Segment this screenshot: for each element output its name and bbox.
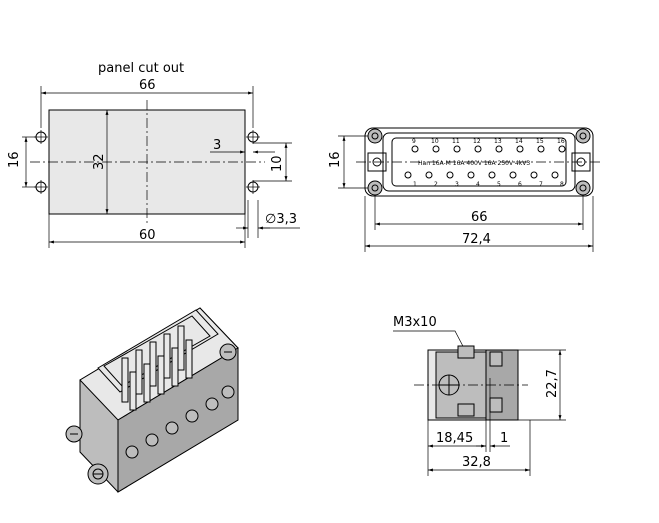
pin-number: 3 — [455, 181, 459, 188]
panel-cutout-view: panel cut out 66 16 — [7, 61, 300, 248]
side-dim-32-8: 32,8 — [462, 455, 491, 470]
pin-number: 11 — [452, 138, 460, 145]
mounting-screw-icon — [87, 463, 109, 485]
front-dim-72-4: 72,4 — [462, 232, 491, 247]
mounting-screw-icon — [219, 343, 237, 361]
pin-number: 16 — [557, 138, 565, 145]
pin-row-top: 9 10 11 12 13 14 15 16 — [411, 138, 566, 153]
connector-isometric-view — [65, 307, 239, 493]
corner-screw-icon — [367, 128, 383, 144]
pin-number: 7 — [539, 181, 543, 188]
panel-dim-16: 16 — [7, 151, 22, 168]
side-dim-18-45: 18,45 — [436, 431, 473, 446]
pin-number: 10 — [431, 138, 439, 145]
panel-cutout-title: panel cut out — [98, 61, 184, 76]
side-dim-1: 1 — [500, 431, 508, 446]
mounting-screw-icon — [65, 425, 83, 443]
corner-screw-icon — [367, 180, 383, 196]
mounting-hole-icon — [34, 180, 48, 194]
pin-number: 9 — [412, 138, 416, 145]
mounting-hole-icon — [246, 130, 260, 144]
terminal-screws — [125, 385, 235, 459]
corner-screw-icon — [575, 180, 591, 196]
pin-number: 2 — [434, 181, 438, 188]
pin-number: 8 — [560, 181, 564, 188]
marking-text: Han 16A-M 16A 400V 16A 250V 4kV3 — [418, 160, 530, 167]
connector-front-view: 9 10 11 12 13 14 15 16 Han 16A-M 16A 400… — [328, 127, 602, 252]
panel-dim-60: 60 — [139, 228, 156, 243]
front-dim-16: 16 — [328, 151, 343, 168]
pin-number: 12 — [473, 138, 481, 145]
panel-dim-3: 3 — [213, 138, 221, 153]
connector-side-view: M3x10 22,7 18,45 1 — [393, 315, 566, 476]
pin-number: 13 — [494, 138, 502, 145]
side-dim-22-7: 22,7 — [545, 369, 560, 398]
pin-row-bottom: 1 2 3 4 5 6 7 8 — [404, 171, 564, 188]
pin-number: 1 — [413, 181, 417, 188]
pin-number: 4 — [476, 181, 480, 188]
panel-dim-32: 32 — [92, 153, 107, 170]
screw-label: M3x10 — [393, 315, 437, 330]
pin-number: 14 — [515, 138, 523, 145]
panel-dim-hole: ∅3,3 — [265, 212, 297, 227]
corner-screw-icon — [575, 128, 591, 144]
contact-pins — [121, 325, 193, 411]
panel-dim-66: 66 — [139, 78, 156, 93]
panel-dim-10: 10 — [270, 155, 285, 172]
pin-number: 15 — [536, 138, 544, 145]
front-dim-66: 66 — [471, 210, 488, 225]
pin-number: 6 — [518, 181, 522, 188]
pin-number: 5 — [497, 181, 501, 188]
mounting-hole-icon — [246, 180, 260, 194]
mounting-hole-icon — [34, 130, 48, 144]
